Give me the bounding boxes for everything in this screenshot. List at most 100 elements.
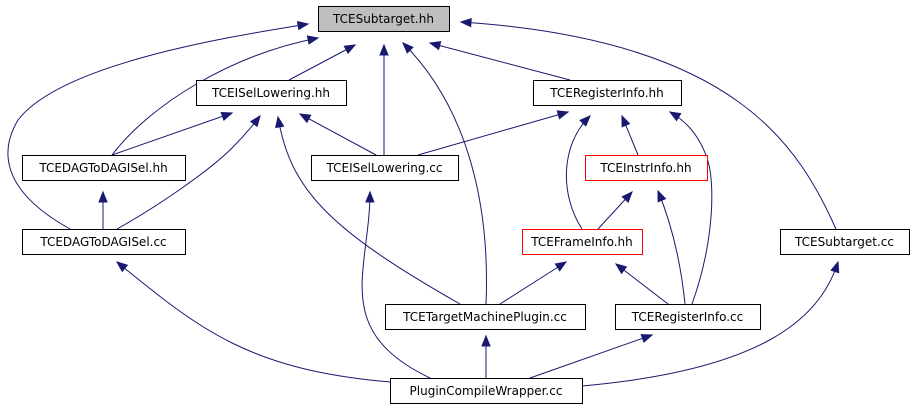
node-label: TCERegisterInfo.hh (549, 86, 664, 100)
edge-line (615, 263, 669, 305)
edge-tce_isel_lowering_cc-to-tce_isel_lowering_hh (298, 113, 377, 156)
arrowhead (306, 35, 320, 45)
node-box[interactable] (522, 229, 643, 255)
node-tce-isel-lowering-hh[interactable]: TCEISelLowering.hh (196, 80, 347, 106)
arrowhead (556, 110, 570, 120)
arrowhead (668, 111, 682, 122)
edge-line (402, 42, 487, 305)
edge-plugin_compile_wrapper_cc-to-tce_target_machine_plugin_cc (481, 334, 491, 378)
node-box[interactable] (22, 155, 186, 181)
arrowhead (379, 43, 389, 56)
node-box[interactable] (585, 155, 708, 181)
arrowhead (459, 17, 472, 28)
edge-tce_dag_to_dag_isel_cc-to-tce_subtarget_hh (7, 20, 310, 230)
edge-tce_isel_lowering_cc-to-tce_subtarget_hh (379, 43, 389, 155)
edge-plugin_compile_wrapper_cc-to-tce_register_info_cc (529, 334, 654, 379)
node-box[interactable] (196, 80, 347, 106)
arrowhead (640, 334, 654, 343)
edge-tce_target_machine_plugin_cc-to-tce_frame_info_hh (499, 261, 568, 305)
node-label: TCEISelLowering.cc (326, 161, 443, 175)
arrowhead (249, 114, 261, 128)
edge-line (361, 191, 431, 379)
arrowhead (275, 115, 285, 129)
arrowhead (296, 20, 310, 31)
node-label: TCETargetMachinePlugin.cc (402, 310, 567, 324)
arrowhead (220, 111, 234, 121)
arrowhead (657, 189, 667, 203)
edge-tce_register_info_cc-to-tce_register_info_hh (668, 111, 713, 305)
edge-line (657, 190, 686, 305)
node-box[interactable] (390, 378, 583, 404)
edge-tce_dag_to_dag_isel_cc-to-tce_isel_lowering_hh (116, 114, 261, 230)
edges-layer (7, 17, 840, 387)
node-tce-register-info-cc[interactable]: TCERegisterInfo.cc (615, 304, 761, 330)
node-label: TCEDAGToDAGISel.cc (39, 235, 166, 249)
node-box[interactable] (318, 6, 450, 32)
arrowhead (621, 191, 633, 203)
edge-plugin_compile_wrapper_cc-to-tce_dag_to_dag_isel_cc (115, 261, 391, 383)
node-tce-register-info-hh[interactable]: TCERegisterInfo.hh (533, 80, 682, 106)
edge-line (529, 334, 653, 379)
arrowhead (98, 190, 108, 203)
edge-line (288, 44, 356, 81)
edge-tce_target_machine_plugin_cc-to-tce_isel_lowering_hh (275, 115, 461, 305)
node-box[interactable] (533, 80, 682, 106)
node-label: PluginCompileWrapper.cc (410, 384, 563, 398)
node-label: TCEFrameInfo.hh (530, 235, 633, 249)
arrowhead (365, 190, 375, 203)
node-label: TCEDAGToDAGISel.hh (38, 161, 167, 175)
node-box[interactable] (615, 304, 761, 330)
edge-line (277, 116, 461, 305)
edge-tce_isel_lowering_hh-to-tce_subtarget_hh (288, 44, 357, 81)
node-label: TCERegisterInfo.cc (631, 310, 744, 324)
node-label: TCEISelLowering.hh (211, 86, 330, 100)
edge-tce_target_machine_plugin_cc-to-tce_subtarget_hh (402, 42, 487, 305)
edge-line (116, 115, 261, 230)
node-box[interactable] (22, 229, 186, 255)
arrowhead (579, 115, 591, 127)
edge-tce_dag_to_dag_isel_cc-to-tce_dag_to_dag_isel_hh (98, 190, 108, 229)
arrowhead (343, 44, 357, 55)
node-tce-subtarget-cc[interactable]: TCESubtarget.cc (780, 229, 910, 255)
edge-tce_isel_lowering_cc-to-tce_register_info_hh (417, 110, 570, 156)
arrowhead (115, 261, 129, 273)
arrowhead (481, 334, 491, 347)
arrowhead (402, 42, 414, 54)
arrowhead (298, 113, 312, 124)
node-tce-dag-to-dag-isel-cc[interactable]: TCEDAGToDAGISel.cc (22, 229, 186, 255)
node-tce-dag-to-dag-isel-hh[interactable]: TCEDAGToDAGISel.hh (22, 155, 186, 181)
edge-tce_register_info_cc-to-tce_instr_info_hh (657, 189, 686, 305)
edge-line (499, 261, 567, 305)
node-plugin-compile-wrapper-cc[interactable]: PluginCompileWrapper.cc (390, 378, 583, 404)
arrowhead (614, 263, 628, 275)
edge-tce_register_info_hh-to-tce_subtarget_hh (428, 41, 571, 81)
arrowhead (428, 41, 442, 51)
node-box[interactable] (780, 229, 910, 255)
node-box[interactable] (385, 304, 586, 330)
node-label: TCEInstrInfo.hh (599, 161, 691, 175)
node-tce-frame-info-hh[interactable]: TCEFrameInfo.hh (522, 229, 643, 255)
node-tce-subtarget-hh[interactable]: TCESubtarget.hh (318, 6, 450, 32)
edge-tce_instr_info_hh-to-tce_register_info_hh (621, 114, 639, 156)
edge-line (299, 113, 377, 156)
edge-line (7, 23, 309, 230)
edge-tce_subtarget_cc-to-tce_subtarget_hh (459, 17, 837, 230)
edge-line (111, 112, 233, 156)
edge-tce_frame_info_hh-to-tce_register_info_hh (566, 115, 591, 230)
edge-line (116, 261, 391, 383)
edge-line (460, 21, 837, 230)
edge-line (581, 261, 839, 387)
arrowhead (830, 260, 840, 274)
edge-line (566, 115, 591, 230)
edge-line (417, 111, 569, 156)
node-box[interactable] (311, 155, 459, 181)
edge-plugin_compile_wrapper_cc-to-tce_subtarget_cc (581, 260, 840, 387)
edge-tce_register_info_cc-to-tce_frame_info_hh (614, 263, 669, 305)
edge-plugin_compile_wrapper_cc-to-tce_isel_lowering_cc (361, 190, 431, 379)
node-tce-target-machine-plugin-cc[interactable]: TCETargetMachinePlugin.cc (385, 304, 586, 330)
node-tce-isel-lowering-cc[interactable]: TCEISelLowering.cc (311, 155, 459, 181)
node-tce-instr-info-hh[interactable]: TCEInstrInfo.hh (585, 155, 708, 181)
node-label: TCESubtarget.cc (794, 235, 894, 249)
